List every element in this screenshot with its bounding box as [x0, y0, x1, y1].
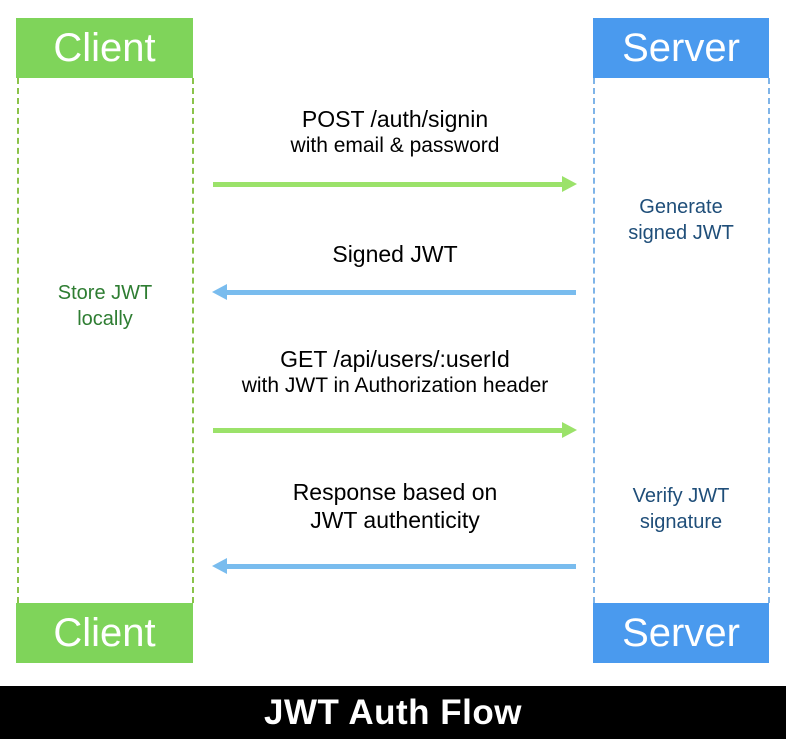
- client-lifeline-left: [17, 78, 19, 603]
- server-note-verify-jwt-line-2: signature: [639, 511, 723, 533]
- diagram-title: JWT Auth Flow: [264, 692, 522, 732]
- message-2-arrow-head: [212, 284, 227, 300]
- footer-bar: JWT Auth Flow: [0, 686, 786, 739]
- client-note-store-jwt-line-1: Store JWT: [57, 282, 153, 304]
- client-header-label: Client: [53, 26, 156, 70]
- message-2-line-1: Signed JWT: [332, 241, 458, 267]
- message-3-arrow-head: [562, 422, 577, 438]
- message-1-arrow: [213, 176, 577, 192]
- message-2-arrow-shaft: [226, 290, 576, 295]
- message-1-label: POST /auth/signin with email & password: [213, 105, 577, 159]
- message-3-arrow: [213, 422, 577, 438]
- client-note-store-jwt: Store JWT locally: [24, 280, 186, 332]
- message-4-arrow: [212, 558, 576, 574]
- server-lifeline-left: [593, 78, 595, 603]
- message-1-line-1: POST /auth/signin: [301, 106, 489, 132]
- server-footer-box[interactable]: Server: [593, 603, 769, 663]
- message-3-arrow-shaft: [213, 428, 563, 433]
- message-4-line-1: Response based on: [292, 479, 498, 505]
- client-footer-label: Client: [53, 611, 156, 655]
- message-2-label: Signed JWT: [213, 240, 577, 268]
- message-2-arrow: [212, 284, 576, 300]
- server-note-generate-jwt: Generate signed JWT: [598, 194, 764, 246]
- server-lifeline-right: [768, 78, 770, 603]
- client-header-box[interactable]: Client: [16, 18, 193, 78]
- client-footer-box[interactable]: Client: [16, 603, 193, 663]
- server-header-box[interactable]: Server: [593, 18, 769, 78]
- client-note-store-jwt-line-2: locally: [77, 308, 133, 330]
- message-1-arrow-head: [562, 176, 577, 192]
- message-3-line-2: with JWT in Authorization header: [241, 374, 549, 398]
- server-note-verify-jwt-line-1: Verify JWT: [632, 485, 730, 507]
- message-4-label: Response based on JWT authenticity: [213, 478, 577, 534]
- message-1-line-2: with email & password: [290, 134, 500, 158]
- client-lifeline-right: [192, 78, 194, 603]
- server-header-label: Server: [622, 26, 740, 70]
- message-4-line-2: JWT authenticity: [310, 507, 480, 534]
- server-footer-label: Server: [622, 611, 740, 655]
- message-4-arrow-head: [212, 558, 227, 574]
- message-1-arrow-shaft: [213, 182, 563, 187]
- server-note-generate-jwt-line-2: signed JWT: [628, 222, 734, 244]
- message-3-line-1: GET /api/users/:userId: [280, 346, 510, 372]
- message-4-arrow-shaft: [226, 564, 576, 569]
- server-note-generate-jwt-line-1: Generate: [639, 196, 723, 218]
- server-note-verify-jwt: Verify JWT signature: [598, 483, 764, 535]
- message-3-label: GET /api/users/:userId with JWT in Autho…: [203, 345, 587, 399]
